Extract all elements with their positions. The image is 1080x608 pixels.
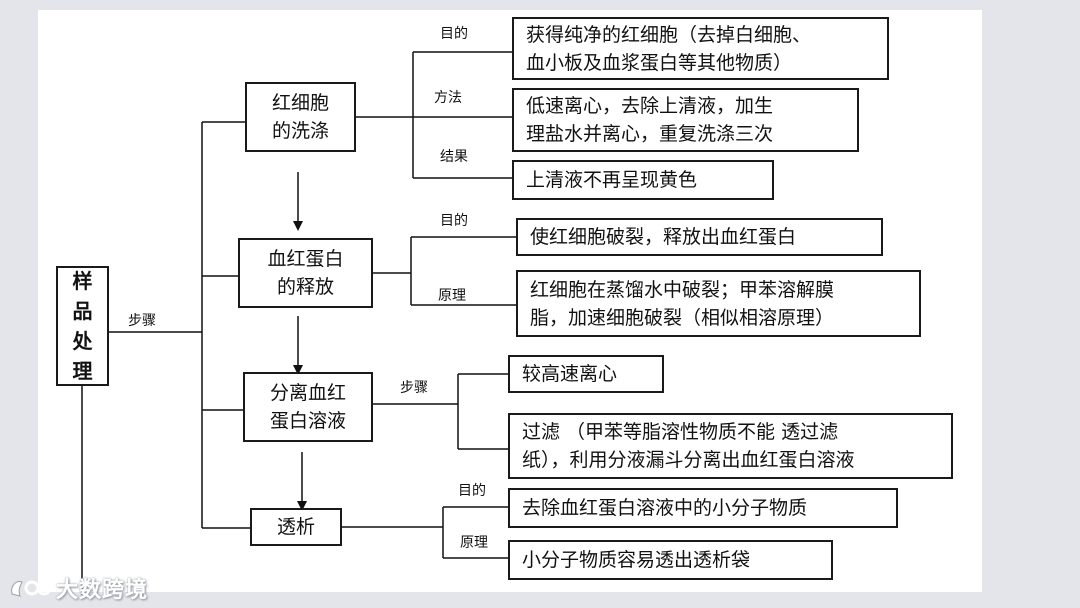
detail-release-principle-line-2: 脂，加速细胞破裂（相似相溶原理）: [530, 306, 835, 329]
watermark-text: 大数跨境: [56, 578, 149, 603]
step-release-line-2: 的释放: [276, 276, 334, 298]
tag-release-principle: 原理: [438, 288, 466, 304]
root-char-1: 样: [72, 269, 93, 293]
detail-wash-method-line-2: 理盐水并离心，重复洗涤三次: [526, 123, 774, 145]
detail-release-principle: 红细胞在蒸馏水中破裂；甲苯溶解膜 脂，加速细胞破裂（相似相溶原理）: [516, 270, 921, 337]
root-char-2: 品: [72, 299, 93, 323]
detail-wash-purpose: 获得纯净的红细胞（去掉白细胞、 血小板及血浆蛋白等其他物质）: [512, 17, 889, 80]
tag-dialysis-purpose: 目的: [458, 483, 486, 499]
detail-separate-step2-line-2: 纸），利用分液漏斗分离出血红蛋白溶液: [522, 449, 855, 471]
tag-wash-purpose: 目的: [440, 26, 468, 42]
step-separate-line-1: 分离血红: [269, 382, 346, 404]
detail-separate-step2: 过滤 （甲苯等脂溶性物质不能 透过滤 纸），利用分液漏斗分离出血红蛋白溶液: [508, 413, 953, 479]
step-release-line-1: 血红蛋白: [267, 248, 344, 270]
detail-dialysis-purpose: 去除血红蛋白溶液中的小分子物质: [508, 488, 898, 528]
detail-wash-result: 上清液不再呈现黄色: [512, 160, 774, 200]
watermark: 大数跨境: [8, 572, 148, 604]
detail-wash-method: 低速离心，去除上清液，加生 理盐水并离心，重复洗涤三次: [512, 88, 859, 152]
detail-release-principle-line-1: 红细胞在蒸馏水中破裂；甲苯溶解膜: [530, 278, 835, 301]
detail-wash-result-line-1: 上清液不再呈现黄色: [526, 169, 698, 191]
detail-release-purpose-line-1: 使红细胞破裂，释放出血红蛋白: [530, 226, 797, 248]
tag-dialysis-principle: 原理: [460, 535, 488, 551]
step-wash-red-cells: 红细胞 的洗涤: [245, 82, 356, 152]
detail-wash-purpose-line-1: 获得纯净的红细胞（去掉白细胞、: [526, 23, 812, 46]
detail-dialysis-purpose-line-1: 去除血红蛋白溶液中的小分子物质: [522, 497, 808, 519]
tag-separate-steps: 步骤: [400, 380, 428, 396]
detail-separate-step1-line-1: 较高速离心: [522, 363, 618, 385]
step-separate-hemoglobin: 分离血红 蛋白溶液: [243, 372, 373, 442]
detail-release-purpose: 使红细胞破裂，释放出血红蛋白: [516, 218, 883, 256]
step-dialysis: 透析: [250, 508, 342, 546]
detail-separate-step2-line-1: 过滤 （甲苯等脂溶性物质不能 透过滤: [522, 421, 839, 443]
brand-logo-icon: [11, 580, 52, 597]
detail-wash-method-line-1: 低速离心，去除上清液，加生: [526, 95, 774, 117]
tag-release-purpose: 目的: [440, 213, 468, 229]
root-char-4: 理: [72, 359, 93, 383]
step-wash-line-2: 的洗涤: [271, 120, 329, 142]
detail-dialysis-principle-line-1: 小分子物质容易透出透析袋: [522, 549, 751, 571]
tag-wash-method: 方法: [434, 90, 462, 106]
step-release-hemoglobin: 血红蛋白 的释放: [238, 238, 373, 308]
step-separate-line-2: 蛋白溶液: [269, 410, 346, 432]
root-char-3: 处: [72, 329, 93, 353]
detail-separate-step1: 较高速离心: [508, 355, 664, 393]
step-wash-line-1: 红细胞: [271, 92, 329, 114]
root-sample-processing: 样 品 处 理: [56, 266, 109, 386]
branch-label-steps: 步骤: [128, 313, 156, 329]
tag-wash-result: 结果: [440, 149, 468, 165]
detail-wash-purpose-line-2: 血小板及血浆蛋白等其他物质）: [526, 51, 793, 74]
step-dialysis-line-1: 透析: [276, 516, 315, 538]
detail-dialysis-principle: 小分子物质容易透出透析袋: [508, 540, 833, 580]
